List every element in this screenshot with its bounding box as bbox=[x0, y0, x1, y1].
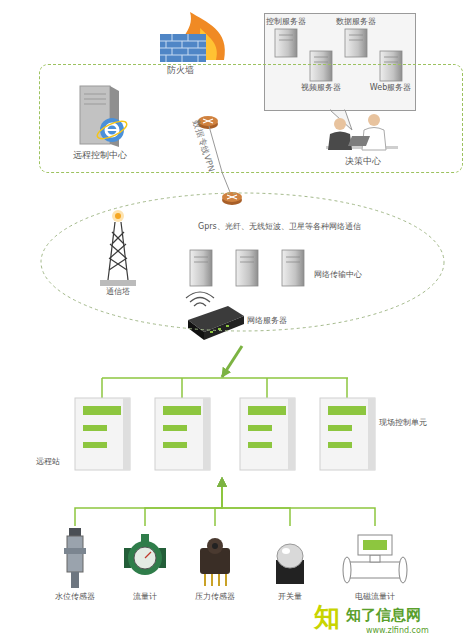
sensor-link bbox=[222, 478, 375, 526]
sensor-label: 流量计 bbox=[105, 592, 185, 602]
sensor-label: 水位传感器 bbox=[35, 592, 115, 602]
transmission-servers bbox=[190, 250, 304, 286]
sensor-node: 流量计 bbox=[110, 526, 180, 606]
field-units bbox=[75, 378, 375, 470]
watermark: 知了信息网 bbox=[346, 606, 472, 624]
network-note: Gprs、光纤、无线短波、卫星等各种网络通信 bbox=[198, 222, 418, 232]
server-label: 控制服务器 bbox=[264, 17, 308, 27]
router-icon bbox=[198, 116, 222, 172]
sensor-node: 压力传感器 bbox=[180, 526, 250, 606]
network-ellipse: Gprs、光纤、无线短波、卫星等各种网络通信通信塔 网络传输中心网络服务器 bbox=[40, 192, 445, 332]
flow-meter-icon bbox=[124, 534, 166, 575]
node-label: 现场控制单元 bbox=[379, 418, 439, 428]
server-icons bbox=[275, 29, 402, 81]
field-unit-row: 远程站现场控制单元 bbox=[35, 377, 430, 478]
node-label: 防火墙 bbox=[160, 65, 200, 75]
node-label: 决策中心 bbox=[318, 156, 408, 166]
down-arrow bbox=[222, 346, 242, 377]
tower-node: 通信塔 bbox=[92, 206, 144, 298]
electromagnetic-flowmeter-icon bbox=[343, 535, 407, 583]
node-label: 远程站 bbox=[36, 457, 76, 467]
sensor-node: 电磁流量计 bbox=[340, 526, 410, 606]
watermark-logo: 知 bbox=[314, 602, 346, 633]
edge-label: 数据专线VPN bbox=[191, 119, 216, 173]
node-label: 网络传输中心 bbox=[314, 270, 384, 280]
node-label: 网络服务器 bbox=[247, 316, 301, 326]
sensor-label: 开关量 bbox=[250, 592, 330, 602]
people-icon bbox=[326, 114, 398, 150]
tower-icon bbox=[100, 210, 136, 286]
node-label: 通信塔 bbox=[90, 287, 146, 297]
watermark-url: www.zlfind.com bbox=[366, 626, 466, 636]
water-level-sensor-icon bbox=[64, 528, 86, 588]
sensor-label: 压力传感器 bbox=[175, 592, 255, 602]
pressure-sensor-icon bbox=[200, 538, 230, 586]
transmission-node: 网络传输中心 bbox=[182, 243, 387, 289]
remote-control-icon bbox=[80, 86, 129, 147]
sensor-node: 开关量 bbox=[255, 526, 325, 606]
network-device-icon bbox=[186, 292, 244, 340]
sensor-label: 电磁流量计 bbox=[335, 592, 415, 602]
server-label: 数据服务器 bbox=[334, 17, 378, 27]
sensor-link bbox=[215, 478, 222, 526]
decision-node: 决策中心 bbox=[318, 112, 408, 169]
node-label: 远程控制中心 bbox=[55, 150, 145, 160]
control-region: 远程控制中心决策中心 bbox=[40, 65, 462, 172]
server-panel-fill bbox=[265, 14, 415, 130]
sensor-node: 水位传感器 bbox=[40, 526, 110, 606]
router-icon bbox=[222, 192, 242, 205]
firewall-icon bbox=[160, 12, 225, 62]
ellipse-outline bbox=[40, 192, 445, 332]
sensor-link bbox=[222, 478, 290, 526]
server-label: Web服务器 bbox=[366, 83, 415, 93]
sensor-link bbox=[75, 478, 222, 526]
vpn-link bbox=[222, 172, 230, 192]
switch-sensor-icon bbox=[276, 544, 304, 584]
server-label: 视频服务器 bbox=[299, 83, 343, 93]
network-server-node: 网络服务器 bbox=[182, 298, 302, 346]
server-panel: 控制服务器 数据服务器视频服务器 Web服务器 bbox=[265, 14, 415, 110]
sensor-link bbox=[145, 478, 222, 526]
remote-control-node: 远程控制中心 bbox=[55, 80, 145, 162]
firewall-node: 防火墙 bbox=[155, 10, 233, 80]
